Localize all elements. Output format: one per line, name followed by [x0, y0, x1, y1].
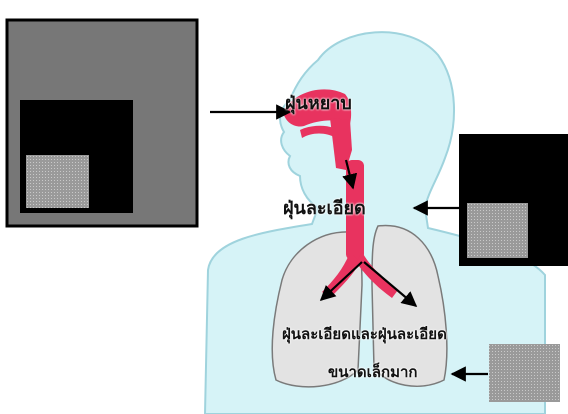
- fine-dust-label: ฝุ่นละเอียด: [283, 193, 366, 222]
- fine-dust-box: [459, 134, 568, 266]
- very-fine-dust-box: [489, 344, 560, 402]
- coarse-dust-label: ฝุ่นหยาบ: [285, 88, 352, 117]
- coarse-dust-box: [7, 20, 197, 226]
- very-fine-dust-label-line2: ขนาดเล็กมาก: [328, 360, 417, 384]
- dust-particle-icon: [26, 155, 89, 208]
- dust-particle-icon: [489, 344, 560, 402]
- dust-particle-icon: [467, 203, 528, 258]
- very-fine-dust-label-line1: ฝุ่นละเอียดและฝุ่นละเอียด: [282, 322, 447, 346]
